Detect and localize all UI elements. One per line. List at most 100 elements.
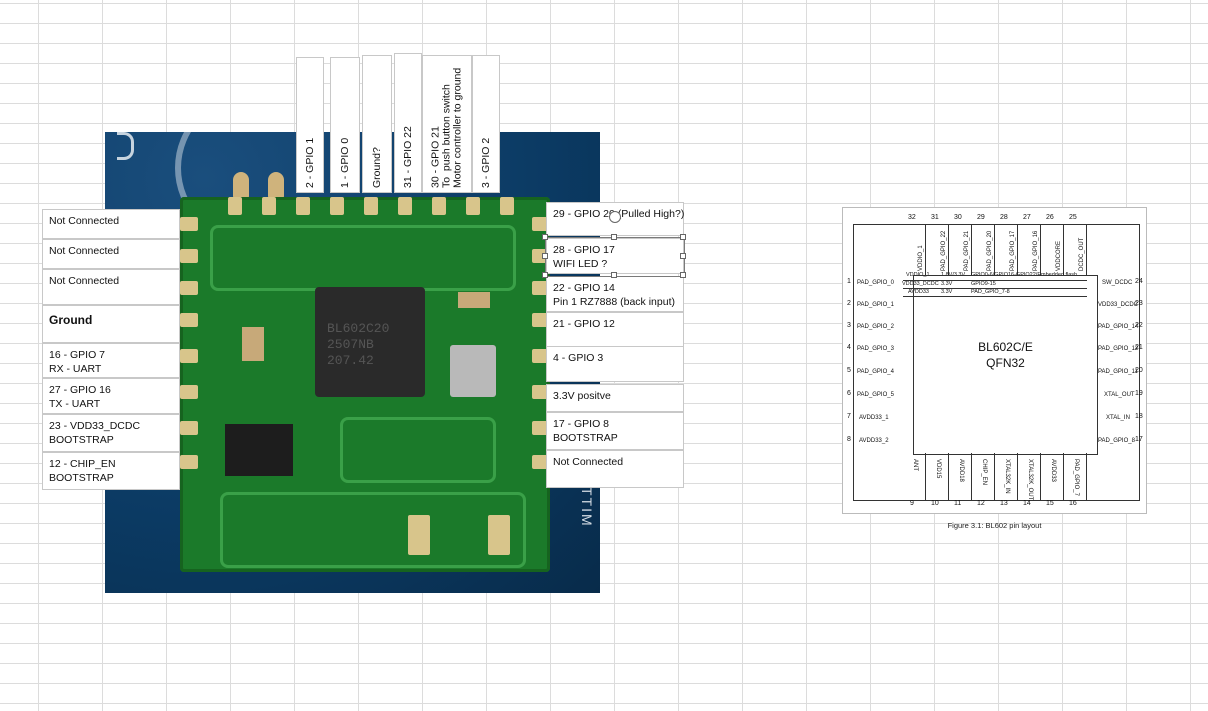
pin-number: 32 [908,214,916,221]
board-silkscreen-mark [117,132,134,160]
callout-top-3[interactable]: Ground? [362,55,392,193]
pin-label: AVDD18 [958,459,964,482]
header-pin [268,172,284,198]
callout-right-8[interactable]: Not Connected [546,450,684,488]
pin-label: CHIP_EN [981,459,987,486]
pin-number: 2 [847,300,851,307]
pad-left [180,349,198,363]
rotate-handle[interactable] [609,211,621,223]
callout-left-6[interactable]: 27 - GPIO 16 TX - UART [42,378,180,414]
pin-label: XTAL_IN [1106,415,1130,421]
callout-right-4[interactable]: 21 - GPIO 12 [546,312,684,348]
pin-cell [971,453,995,500]
pin-label: XTAL32K_OUT [1027,459,1033,501]
resize-handle[interactable] [542,234,548,240]
chip-marking-line: 207.42 [327,353,374,368]
chip-marking-line: 2507NB [327,337,374,352]
pin-label: PAD_GPIO_1 [857,302,894,308]
callout-left-7[interactable]: 23 - VDD33_DCDC BOOTSTRAP [42,414,180,452]
table-cell: GPIO9-15 [971,281,996,287]
pinout-figure[interactable]: 32 31 30 29 28 27 26 25 VDDIO_1 PAD_GPIO… [842,207,1147,514]
board-side-text: TTIM [579,487,595,528]
resize-handle[interactable] [611,234,617,240]
callout-right-3[interactable]: 22 - GPIO 14 Pin 1 RZ7888 (back input) [546,276,684,312]
pad-top [466,197,480,215]
pin-cell [1063,225,1087,275]
resize-handle[interactable] [611,272,617,278]
pin-cell [948,453,972,500]
pad-top [432,197,446,215]
pad-top [262,197,276,215]
callout-text: BOOTSTRAP [49,472,114,484]
callout-text: RX - UART [49,363,102,375]
pin-label: PAD_GPIO_7 [1073,459,1079,496]
callout-left-3[interactable]: Not Connected [42,269,180,305]
callout-text: 17 - GPIO 8 [553,418,610,430]
pin-cell [925,453,949,500]
pin-number: 4 [847,344,851,351]
resize-handle[interactable] [680,272,686,278]
callout-text: 30 - GPIO 21 To push button switch Motor… [429,67,464,188]
callout-left-2[interactable]: Not Connected [42,239,180,269]
pin-label: PAD_GPIO_21 [964,230,970,271]
pcb-trace [210,225,516,291]
resize-handle[interactable] [680,253,686,259]
pin-cell [1017,225,1041,275]
pin-number: 7 [847,413,851,420]
pad-left [180,421,198,435]
pin-number: 28 [1000,214,1008,221]
callout-right-7[interactable]: 17 - GPIO 8 BOOTSTRAP [546,412,684,450]
callout-top-5[interactable]: 30 - GPIO 21 To push button switch Motor… [422,55,472,193]
callout-text: 23 - VDD33_DCDC [49,420,141,432]
pin-label: PAD_GPIO_0 [857,280,894,286]
chip-package: QFN32 [986,356,1025,370]
pin-number: 18 [1135,413,1143,420]
voltage-regulator [225,424,293,476]
pin-number: 11 [954,500,962,507]
wifi-module: BL602C20 2507NB 207.42 [180,197,550,572]
pin-cell [1040,225,1064,275]
pad-right [532,455,550,469]
callout-text: 3 - GPIO 2 [480,137,492,188]
pin-number: 9 [910,500,914,507]
pad-left [180,455,198,469]
resize-handle[interactable] [542,272,548,278]
board-silkscreen-arc [175,132,327,244]
resize-handle[interactable] [542,253,548,259]
callout-top-6[interactable]: 3 - GPIO 2 [472,55,500,193]
pin-cell [994,225,1018,275]
pin-number: 27 [1023,214,1031,221]
callout-left-1[interactable]: Not Connected [42,209,180,239]
callout-top-2[interactable]: 1 - GPIO 0 [330,57,360,193]
callout-text: 3.3V positve [553,390,611,402]
pin-cell [925,225,949,275]
callout-right-5[interactable]: 4 - GPIO 3 [546,346,684,382]
pin-number: 19 [1135,390,1143,397]
callout-text: 22 - GPIO 14 [553,282,615,294]
header-pin [233,172,249,198]
callout-left-4[interactable]: Ground [42,305,180,343]
chip-marking: BL602C20 2507NB 207.42 [327,321,389,369]
pin-number: 5 [847,367,851,374]
pad-left [180,249,198,263]
pin-number: 6 [847,390,851,397]
callout-top-1[interactable]: 2 - GPIO 1 [296,57,324,193]
callout-text: Not Connected [553,456,624,468]
pin-number: 3 [847,322,851,329]
pad-top [228,197,242,215]
pin-number: 12 [977,500,985,507]
pin-number: 23 [1135,300,1143,307]
callout-left-5[interactable]: 16 - GPIO 7 RX - UART [42,343,180,378]
callout-left-8[interactable]: 12 - CHIP_EN BOOTSTRAP [42,452,180,490]
callout-text: 4 - GPIO 3 [553,352,604,364]
resize-handle[interactable] [680,234,686,240]
pin-number: 17 [1135,436,1143,443]
pin-number: 1 [847,278,851,285]
callout-top-4[interactable]: 31 - GPIO 22 [394,53,422,193]
pcb-photo[interactable]: TTIM BL60 [105,132,600,593]
pin-number: 8 [847,436,851,443]
callout-right-6[interactable]: 3.3V positve [546,384,684,412]
pad-right [532,349,550,363]
antenna-pad [488,515,510,555]
pad-right [532,385,550,399]
